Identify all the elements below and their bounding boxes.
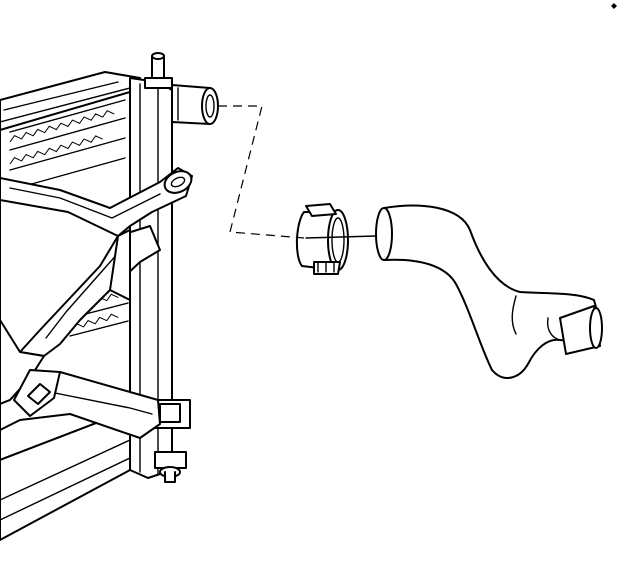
assembly-leader-lines bbox=[218, 105, 377, 239]
leader-neck-to-clamp bbox=[218, 105, 305, 239]
radiator-inlet-neck bbox=[171, 84, 219, 125]
radiator-hose bbox=[375, 204, 603, 379]
hose-outlet-end bbox=[589, 307, 603, 349]
radiator bbox=[0, 52, 219, 541]
fan-shroud bbox=[0, 167, 193, 439]
clamp-top-tab bbox=[305, 203, 337, 217]
radiator-bottom bbox=[0, 409, 131, 541]
leader-clamp-to-hose bbox=[305, 235, 377, 239]
shroud-mount-ear bbox=[163, 170, 193, 194]
hose-clamp bbox=[296, 203, 349, 275]
top-mount-pin bbox=[144, 52, 173, 89]
corner-mark-icon bbox=[611, 3, 617, 9]
shroud-strut bbox=[109, 229, 131, 301]
